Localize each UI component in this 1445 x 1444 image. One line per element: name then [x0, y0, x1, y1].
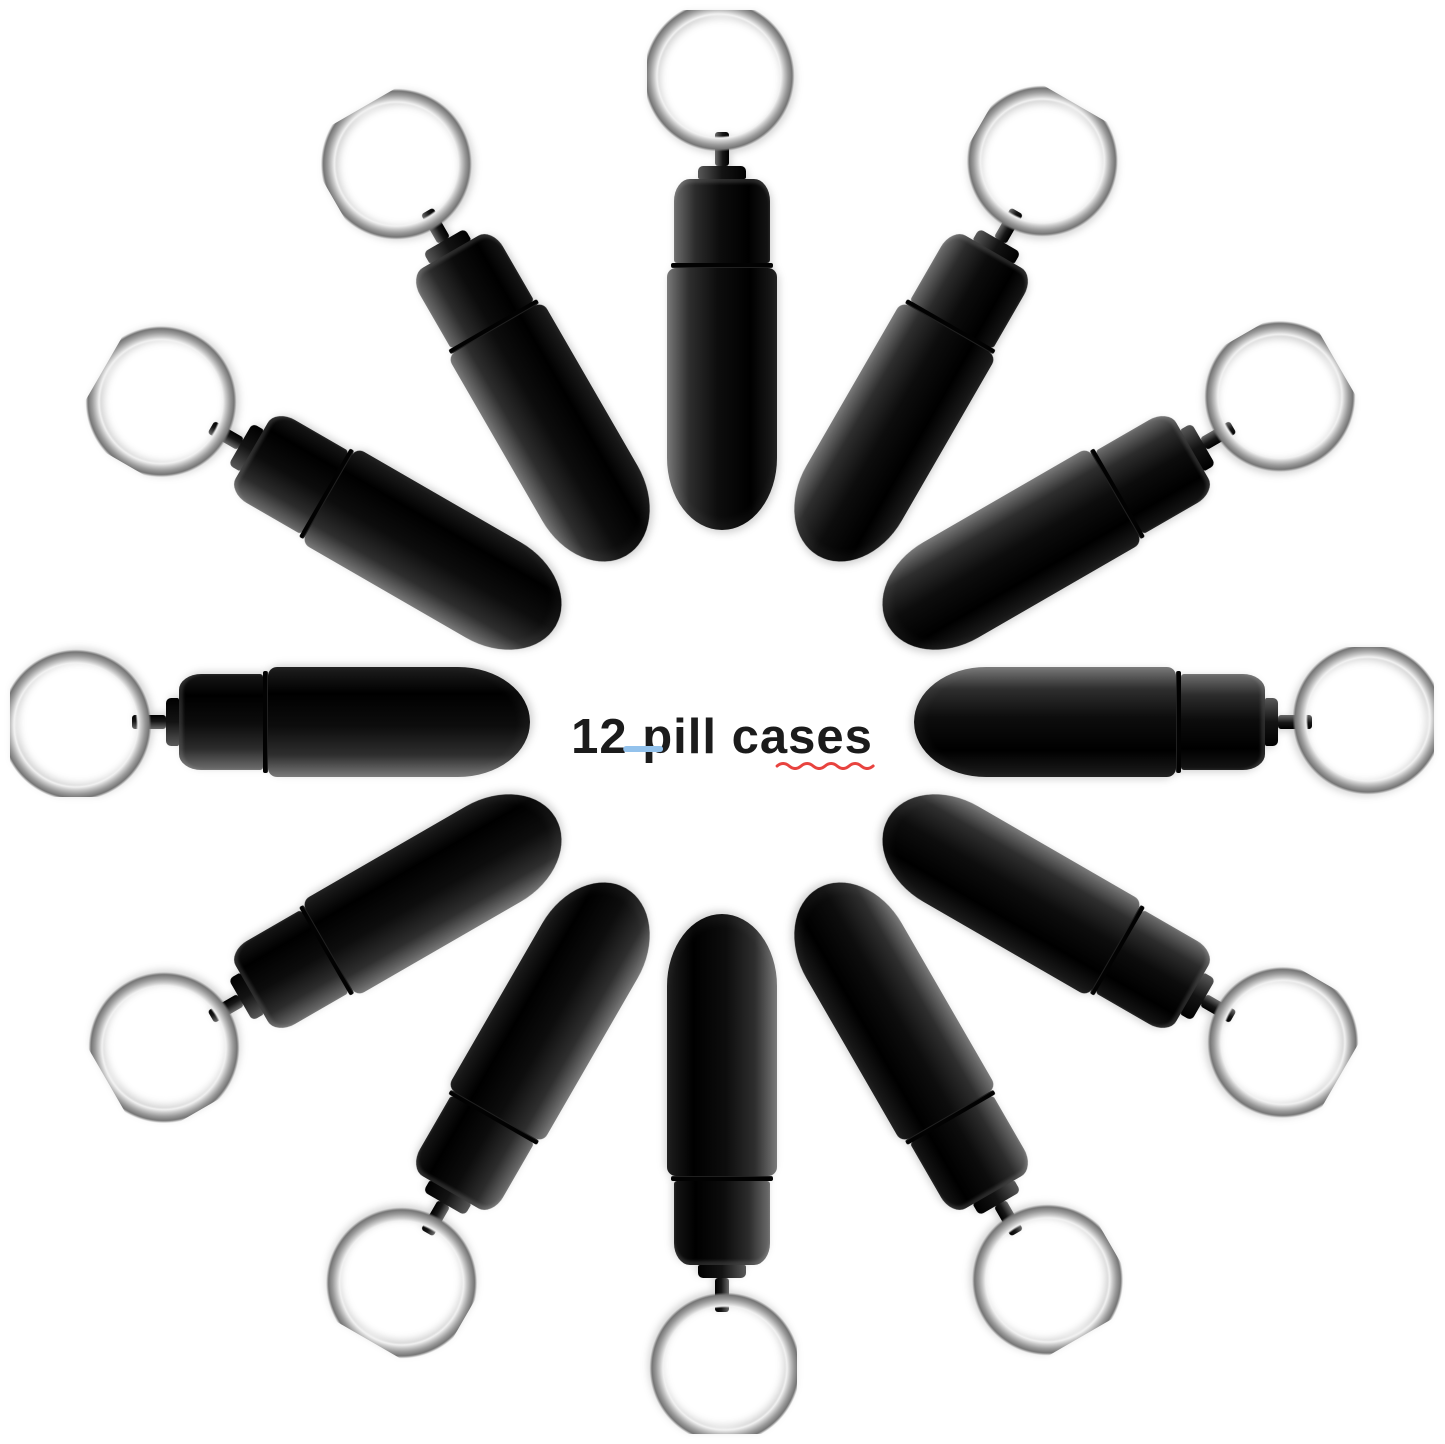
bail-flange — [166, 698, 179, 746]
capsule-body — [667, 914, 777, 1176]
capsule-cap — [674, 1181, 770, 1265]
keyring — [10, 647, 160, 797]
capsule-cap — [179, 674, 263, 770]
capsule-seam — [671, 1176, 773, 1181]
bail-flange — [1265, 698, 1278, 746]
capsule-body — [914, 667, 1176, 777]
keyring — [647, 1284, 797, 1434]
capsule-seam — [1176, 671, 1181, 773]
keyring — [1284, 647, 1434, 797]
pill-case-arm — [10, 642, 530, 802]
center-label: 12 pill cases — [571, 709, 875, 770]
pill-case-arm — [914, 642, 1434, 802]
capsule-cap — [674, 179, 770, 263]
center-label-text: 12 pill cases — [571, 710, 873, 764]
bail-flange — [698, 1265, 746, 1278]
pill-case-arm — [642, 914, 802, 1434]
capsule-body — [268, 667, 530, 777]
keyring — [647, 10, 797, 160]
bail-flange — [698, 166, 746, 179]
capsule-seam — [671, 263, 773, 268]
capsule-cap — [1181, 674, 1265, 770]
capsule-body — [667, 268, 777, 530]
pill-case-arm — [642, 10, 802, 530]
